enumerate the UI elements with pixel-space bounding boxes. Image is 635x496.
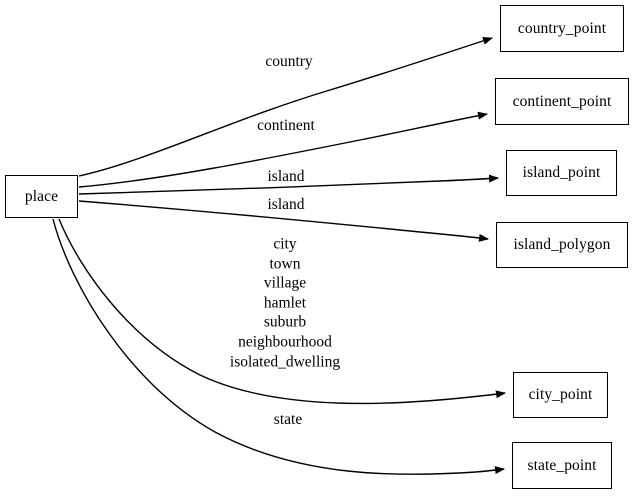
node-city_point-label: city_point bbox=[528, 386, 593, 404]
node-state_point[interactable]: state_point bbox=[512, 442, 612, 489]
node-island_polygon[interactable]: island_polygon bbox=[496, 222, 628, 268]
edge-country-label: country bbox=[265, 53, 313, 71]
edge-paths bbox=[52, 36, 506, 476]
node-place-label: place bbox=[24, 187, 59, 205]
node-island_polygon-label: island_polygon bbox=[513, 236, 611, 254]
edge-city-label-line: suburb bbox=[263, 313, 307, 331]
edge-city-label-line: neighbourhood bbox=[238, 333, 332, 351]
node-island_point[interactable]: island_point bbox=[506, 150, 617, 196]
node-continent_point-label: continent_point bbox=[512, 92, 612, 110]
edge-city-label-line: isolated_dwelling bbox=[229, 352, 341, 370]
edge-city-label-line: village bbox=[263, 274, 307, 292]
node-continent_point[interactable]: continent_point bbox=[495, 78, 629, 125]
edge-city-label-line: town bbox=[269, 255, 301, 273]
node-island_point-label: island_point bbox=[522, 164, 601, 182]
node-state_point-label: state_point bbox=[527, 456, 597, 474]
edge-continent bbox=[78, 111, 488, 188]
edge-island-polygon bbox=[78, 200, 489, 242]
edge-state bbox=[52, 218, 505, 476]
edge-island-polygon-label: island bbox=[267, 196, 305, 214]
edge-island-point bbox=[78, 174, 499, 195]
edge-city-label-line: city bbox=[273, 235, 297, 253]
edge-city-label-line: hamlet bbox=[263, 294, 307, 312]
edge-state-label: state bbox=[273, 411, 303, 429]
edge-island-point-label: island bbox=[267, 168, 305, 186]
node-city_point[interactable]: city_point bbox=[513, 372, 608, 418]
node-country_point[interactable]: country_point bbox=[500, 5, 624, 52]
node-country_point-label: country_point bbox=[517, 19, 607, 37]
node-place[interactable]: place bbox=[5, 175, 78, 218]
edge-country bbox=[78, 36, 493, 177]
edge-city bbox=[58, 218, 506, 405]
edge-continent-label: continent bbox=[257, 117, 315, 135]
